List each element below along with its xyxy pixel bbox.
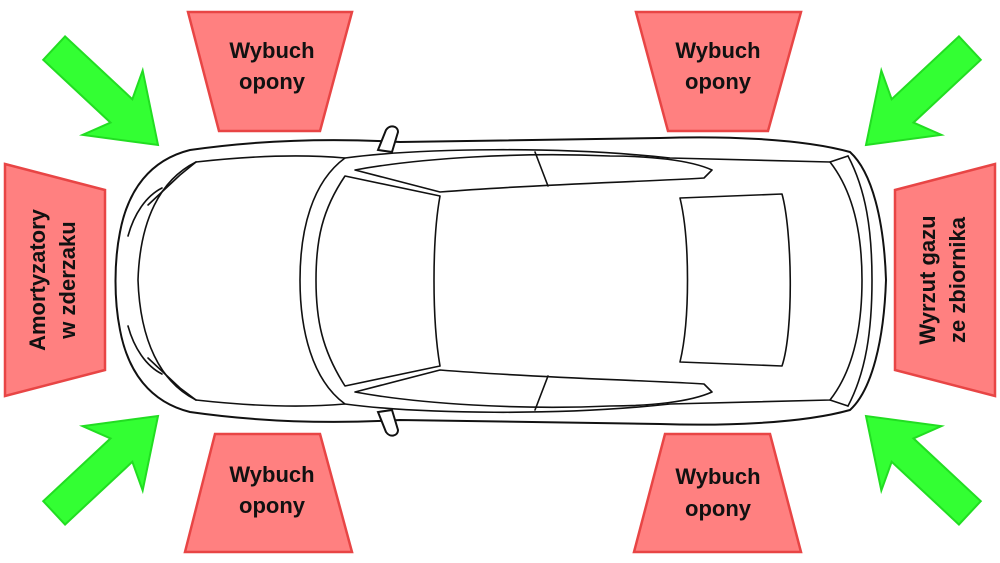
zone-top-right-line1: Wybuch [675, 38, 760, 63]
car-front-left-line [147, 161, 197, 206]
zone-bottom-left-line2: opony [239, 493, 306, 518]
zone-top-right-line2: opony [685, 69, 752, 94]
zone-left-line2: w zderzaku [55, 221, 80, 339]
arrow-top-left [23, 14, 190, 179]
zone-top-right-shape [634, 10, 803, 133]
car-trunk-line [829, 155, 849, 407]
car-mirror-top [376, 125, 400, 154]
zone-right-line1: Wyrzut gazu [915, 215, 940, 344]
zone-left: Amortyzatory w zderzaku [3, 162, 107, 398]
car-hood-side-top [195, 155, 346, 163]
arrow-icon [23, 14, 190, 179]
zone-bottom-left-shape [183, 432, 354, 554]
car-door-line-top [534, 151, 549, 187]
car-headlight-top [127, 187, 163, 237]
zone-bottom-right: Wybuch opony [632, 432, 803, 554]
arrow-bottom-right [834, 382, 1000, 547]
zone-right: Wyrzut gazu ze zbiornika [893, 162, 997, 398]
car-side-window-bottom [354, 369, 713, 409]
zone-top-left-line2: opony [239, 69, 306, 94]
zone-right-shape [893, 162, 997, 398]
zone-top-left-shape [186, 10, 354, 133]
car-hood-side-bottom [195, 399, 346, 407]
zone-left-line1: Amortyzatory [25, 208, 50, 351]
zone-bottom-left-line1: Wybuch [229, 462, 314, 487]
arrow-icon [834, 14, 1000, 179]
car-side-window-top [354, 153, 713, 193]
car-rear-line [847, 155, 873, 407]
zone-right-line2: ze zbiornika [945, 216, 970, 343]
car-headlight-bottom [127, 325, 163, 375]
zone-bottom-right-line2: opony [685, 496, 752, 521]
car-door-line-bottom [534, 375, 549, 411]
car-mirror-bottom [376, 408, 400, 437]
car-body-outline [114, 136, 888, 426]
car-front-right-line [147, 357, 197, 401]
zone-top-left: Wybuch opony [186, 10, 354, 133]
car-rear-window [679, 193, 792, 367]
car-top-view-icon [114, 125, 888, 437]
car-windshield [315, 175, 441, 387]
arrow-icon [834, 382, 1000, 547]
zone-bottom-right-line1: Wybuch [675, 464, 760, 489]
zone-top-right: Wybuch opony [634, 10, 803, 133]
zone-top-left-line1: Wybuch [229, 38, 314, 63]
arrow-top-right [834, 14, 1000, 179]
zone-bottom-left: Wybuch opony [183, 432, 354, 554]
zone-bottom-right-shape [632, 432, 803, 554]
arrow-bottom-left [23, 382, 190, 547]
arrow-icon [23, 382, 190, 547]
zone-left-shape [3, 162, 107, 398]
